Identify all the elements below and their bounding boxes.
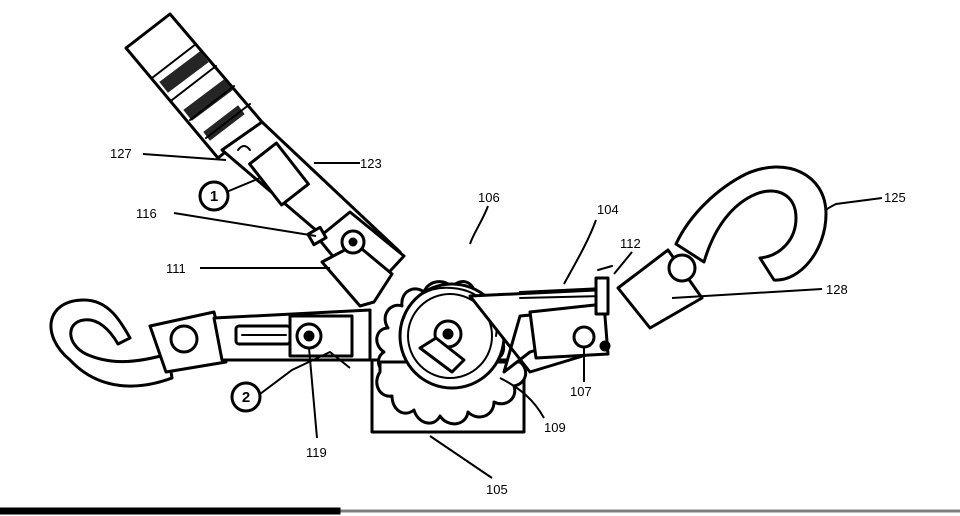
pin-116-center — [348, 237, 358, 247]
label-109: 109 — [544, 420, 566, 435]
label-119: 119 — [306, 445, 327, 460]
callout-1: 1 — [198, 180, 230, 212]
label-116: 116 — [136, 206, 157, 221]
leader-lines — [142, 153, 883, 479]
label-127: 127 — [110, 146, 132, 161]
label-112: 112 — [620, 236, 641, 251]
crank-handle — [418, 336, 466, 374]
left-hook — [49, 298, 228, 388]
label-105: 105 — [486, 482, 508, 497]
label-123: 123 — [360, 156, 382, 171]
callout-2: 2 — [230, 381, 262, 413]
label-111: 111 — [166, 261, 186, 276]
label-104: 104 — [597, 202, 619, 217]
part-labels: 127 123 116 111 106 104 112 125 128 107 … — [110, 146, 906, 497]
label-125: 125 — [884, 190, 906, 205]
handle-grip — [124, 12, 264, 160]
callout-2-label: 2 — [242, 389, 250, 406]
right-frame — [468, 265, 613, 374]
pawl-spring — [306, 225, 328, 247]
scan-edge-bar-right — [339, 509, 960, 513]
label-106: 106 — [478, 190, 500, 205]
drum-inner — [407, 293, 493, 379]
callout-1-label: 1 — [210, 188, 218, 205]
label-128: 128 — [826, 282, 848, 297]
right-hook — [616, 165, 828, 330]
label-107: 107 — [570, 384, 592, 399]
left-strap — [212, 308, 372, 362]
handle-lever — [220, 120, 406, 308]
drum-axle — [442, 328, 454, 340]
scan-edge-bar — [0, 507, 341, 515]
cable — [519, 287, 605, 293]
